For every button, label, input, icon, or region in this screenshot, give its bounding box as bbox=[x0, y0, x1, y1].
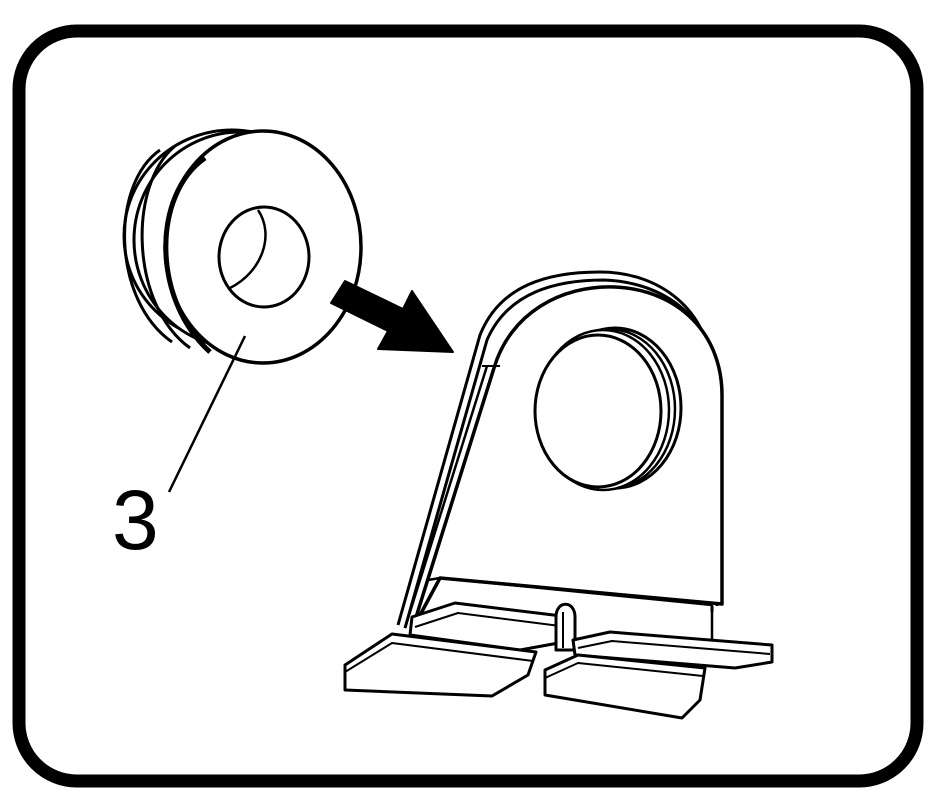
direction-arrow bbox=[330, 280, 454, 353]
bracket-part bbox=[343, 270, 774, 720]
leader-line bbox=[167, 335, 247, 493]
callout-number: 3 bbox=[112, 473, 159, 567]
grommet-part bbox=[122, 128, 363, 365]
